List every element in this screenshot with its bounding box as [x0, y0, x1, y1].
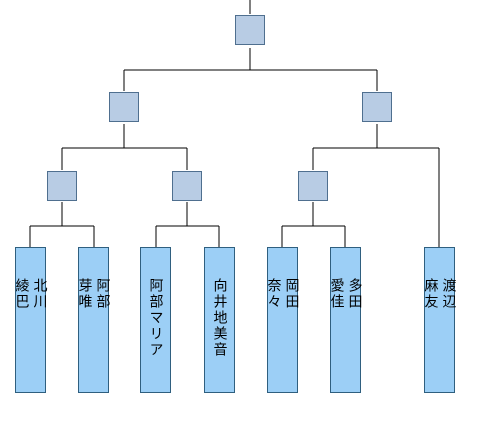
final-node	[235, 15, 265, 45]
semifinal-left-node	[109, 92, 139, 122]
player-name: 多田 愛佳	[328, 278, 363, 310]
player-box-abe-maria: 阿部マリア	[140, 247, 171, 393]
player-name: 向井地美音	[211, 278, 228, 358]
semifinal-right-node	[362, 92, 392, 122]
player-box-abe-mei: 阿部 芽唯	[76, 247, 111, 393]
player-name: 阿部マリア	[147, 278, 164, 358]
player-box-kitagawa: 北川 綾巴	[13, 247, 48, 393]
quarterfinal-1-node	[47, 171, 77, 201]
player-box-watanabe: 渡辺 麻友	[422, 247, 457, 393]
player-name: 北川 綾巴	[13, 278, 48, 310]
player-box-okada: 岡田 奈々	[265, 247, 300, 393]
player-name: 阿部 芽唯	[76, 278, 111, 310]
player-name: 岡田 奈々	[265, 278, 300, 310]
player-name: 渡辺 麻友	[422, 278, 457, 310]
quarterfinal-3-node	[298, 171, 328, 201]
player-box-mukaichi: 向井地美音	[204, 247, 235, 393]
player-box-tada: 多田 愛佳	[328, 247, 363, 393]
quarterfinal-2-node	[172, 171, 202, 201]
